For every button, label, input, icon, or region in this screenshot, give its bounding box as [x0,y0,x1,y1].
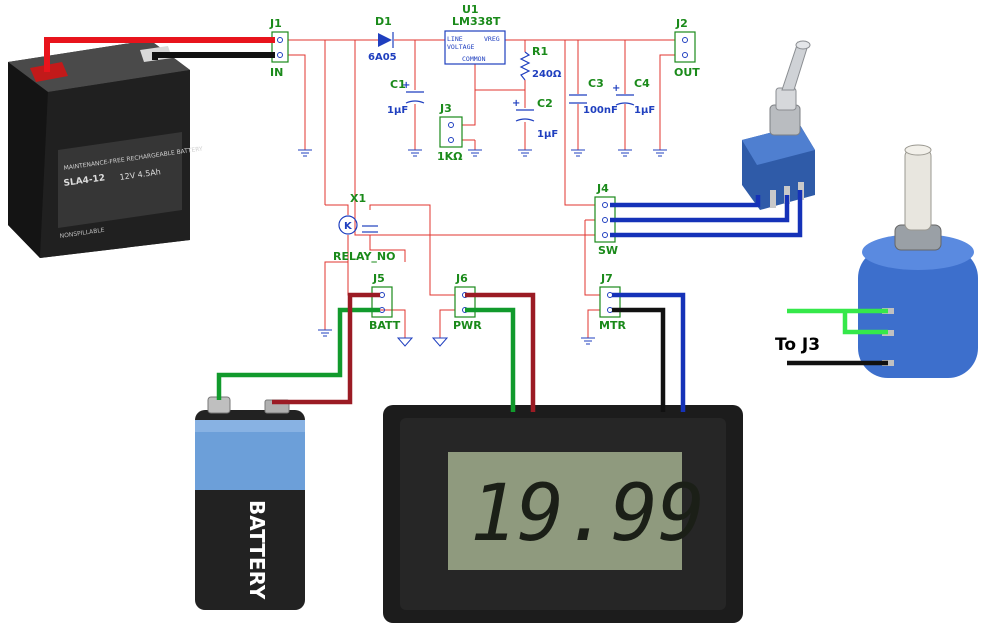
c4-value: 1µF [634,105,655,116]
j7-name: MTR [599,319,626,332]
c3-value: 100nF [583,105,618,116]
j5-name: BATT [369,319,401,332]
c1-polarity: + [402,80,410,91]
j6-name: PWR [453,319,482,332]
wire-9v-negative [216,307,380,400]
schematic-wires [288,39,675,338]
ground-icon [618,149,632,157]
u1-ref: U1 [462,3,479,16]
connector-j1: J1 IN [269,17,289,79]
wire-pwr-2 [465,307,516,412]
nine-volt-battery-image: BATTERY [195,396,305,610]
ground-icon [571,149,585,157]
ground-triangle-icon [431,337,449,347]
resistor-r1: R1 240Ω [519,45,562,81]
relay-x1: K X1 RELAY_NO [333,192,395,263]
connector-j5: J5 BATT [369,272,401,332]
regulator-u1: U1 LM338T LINE VOLTAGE VREG COMMON [444,3,506,65]
wire-switch-3 [610,190,803,238]
ground-icon [298,149,312,157]
j4-name: SW [598,244,618,257]
ground-icon [468,149,482,157]
ground-symbols [298,149,667,347]
relay-coil-label: K [344,221,353,232]
diode-d1: D1 6A05 [368,15,397,63]
j2-name: OUT [674,66,700,79]
wire-switch-2 [610,195,790,223]
j3-ref: J3 [439,102,452,115]
c2-value: 1µF [537,129,558,140]
capacitor-c2: + C2 1µF [512,97,558,140]
sla-battery-image: MAINTENANCE-FREE RECHARGEABLE BATTERY SL… [8,40,203,258]
j3-name: 1KΩ [437,150,463,163]
x1-value: RELAY_NO [333,250,395,263]
u1-pin-line: LINE [447,35,463,43]
ground-triangle-icon [396,337,414,347]
c3-ref: C3 [588,77,604,90]
wire-sla-negative [152,52,275,60]
wire-mtr-1 [612,292,686,412]
d1-value: 6A05 [368,52,397,63]
c4-polarity: + [612,83,620,94]
capacitor-c3: C3 100nF [569,77,618,116]
connector-j2: J2 OUT [674,17,700,79]
connector-j6: J6 PWR [453,272,482,332]
wire-mtr-2 [612,307,666,412]
x1-ref: X1 [350,192,366,205]
wire-pot-2 [842,311,888,335]
pot-note: To J3 [775,335,820,355]
ground-icon [653,149,667,157]
ground-icon [318,329,332,337]
r1-value: 240Ω [532,69,562,80]
u1-pin-common: COMMON [462,55,486,63]
j7-ref: J7 [600,272,613,285]
capacitor-c1: + C1 1µF [387,78,425,116]
j6-ref: J6 [455,272,468,285]
wire-9v-positive [272,292,380,405]
u1-pin-vreg: VREG [484,35,500,43]
connector-j7: J7 MTR [599,272,626,332]
wire-switch-1 [610,195,761,208]
potentiometer-image [858,144,978,378]
j1-name: IN [270,66,283,79]
ground-icon [518,149,532,157]
u1-pin-voltage: VOLTAGE [447,43,474,51]
toggle-switch-image [742,40,815,210]
c4-ref: C4 [634,77,650,90]
photo-wires [44,37,888,412]
d1-ref: D1 [375,15,392,28]
c2-ref: C2 [537,97,553,110]
ground-icon [581,337,595,345]
lcd-reading: 19.99 [470,469,705,559]
u1-value: LM338T [452,15,501,28]
capacitor-c4: + C4 1µF [612,77,655,116]
j4-ref: J4 [596,182,609,195]
j5-ref: J5 [372,272,385,285]
ground-icon [408,149,422,157]
nine-volt-label: BATTERY [245,500,269,600]
j2-ref: J2 [675,17,688,30]
r1-ref: R1 [532,45,548,58]
j1-ref: J1 [269,17,282,30]
wire-pwr-1 [465,292,536,412]
connector-j3: J3 1KΩ [437,102,463,163]
c1-ref: C1 [390,78,406,91]
lcd-panel-meter-image: 19.99 [383,405,743,623]
c1-value: 1µF [387,105,408,116]
wire-sla-positive [44,37,275,72]
c2-polarity: + [512,98,520,109]
